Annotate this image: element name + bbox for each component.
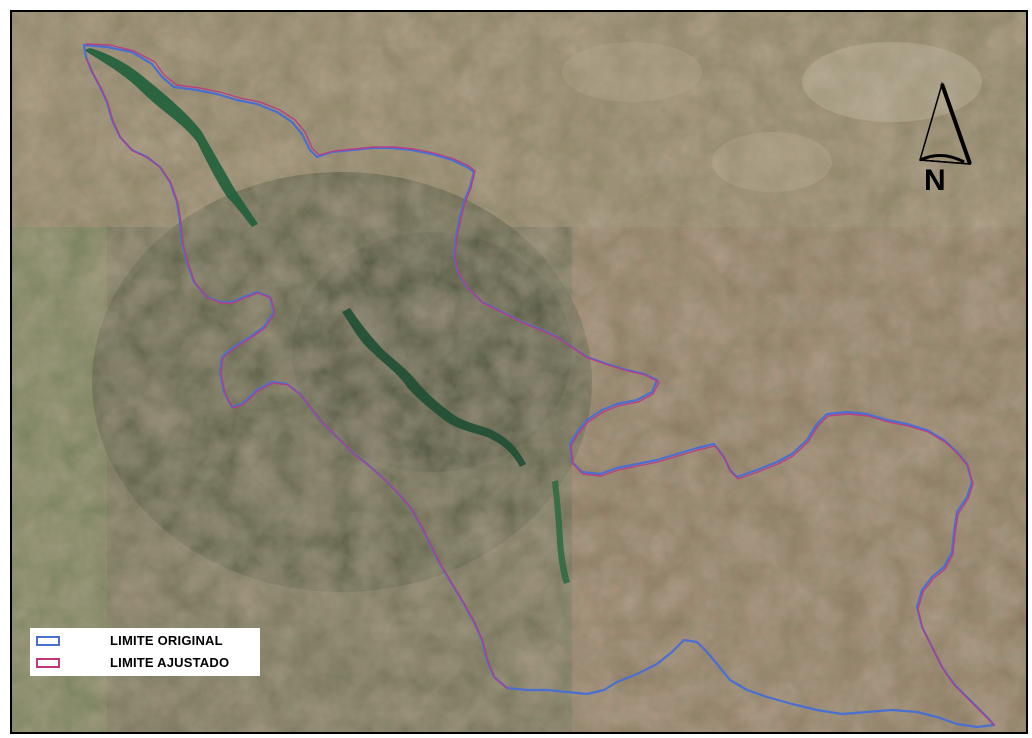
north-arrow-icon <box>919 81 972 165</box>
legend-label-adjusted: LIMITE AJUSTADO <box>110 655 230 670</box>
light-patch-3 <box>562 42 702 102</box>
map-frame: N LIMITE ORIGINAL LIMITE AJUSTADO <box>10 10 1028 734</box>
map-legend: LIMITE ORIGINAL LIMITE AJUSTADO <box>30 628 260 676</box>
satellite-map <box>12 12 1026 732</box>
legend-label-original: LIMITE ORIGINAL <box>110 633 223 648</box>
light-patch-2 <box>712 132 832 192</box>
light-patch-1 <box>802 42 982 122</box>
reservoir-lower <box>552 480 570 584</box>
reservoir-middle <box>342 308 526 467</box>
reservoir-upper <box>84 48 258 227</box>
legend-item-original: LIMITE ORIGINAL <box>30 630 260 652</box>
legend-swatch-adjusted <box>36 658 60 668</box>
limite-ajustado-line-2 <box>85 57 509 690</box>
limite-ajustado-line <box>85 43 996 727</box>
legend-swatch-original <box>36 636 60 646</box>
legend-item-adjusted: LIMITE AJUSTADO <box>30 652 260 674</box>
north-label: N <box>924 164 946 197</box>
texture-fine <box>12 12 1026 732</box>
